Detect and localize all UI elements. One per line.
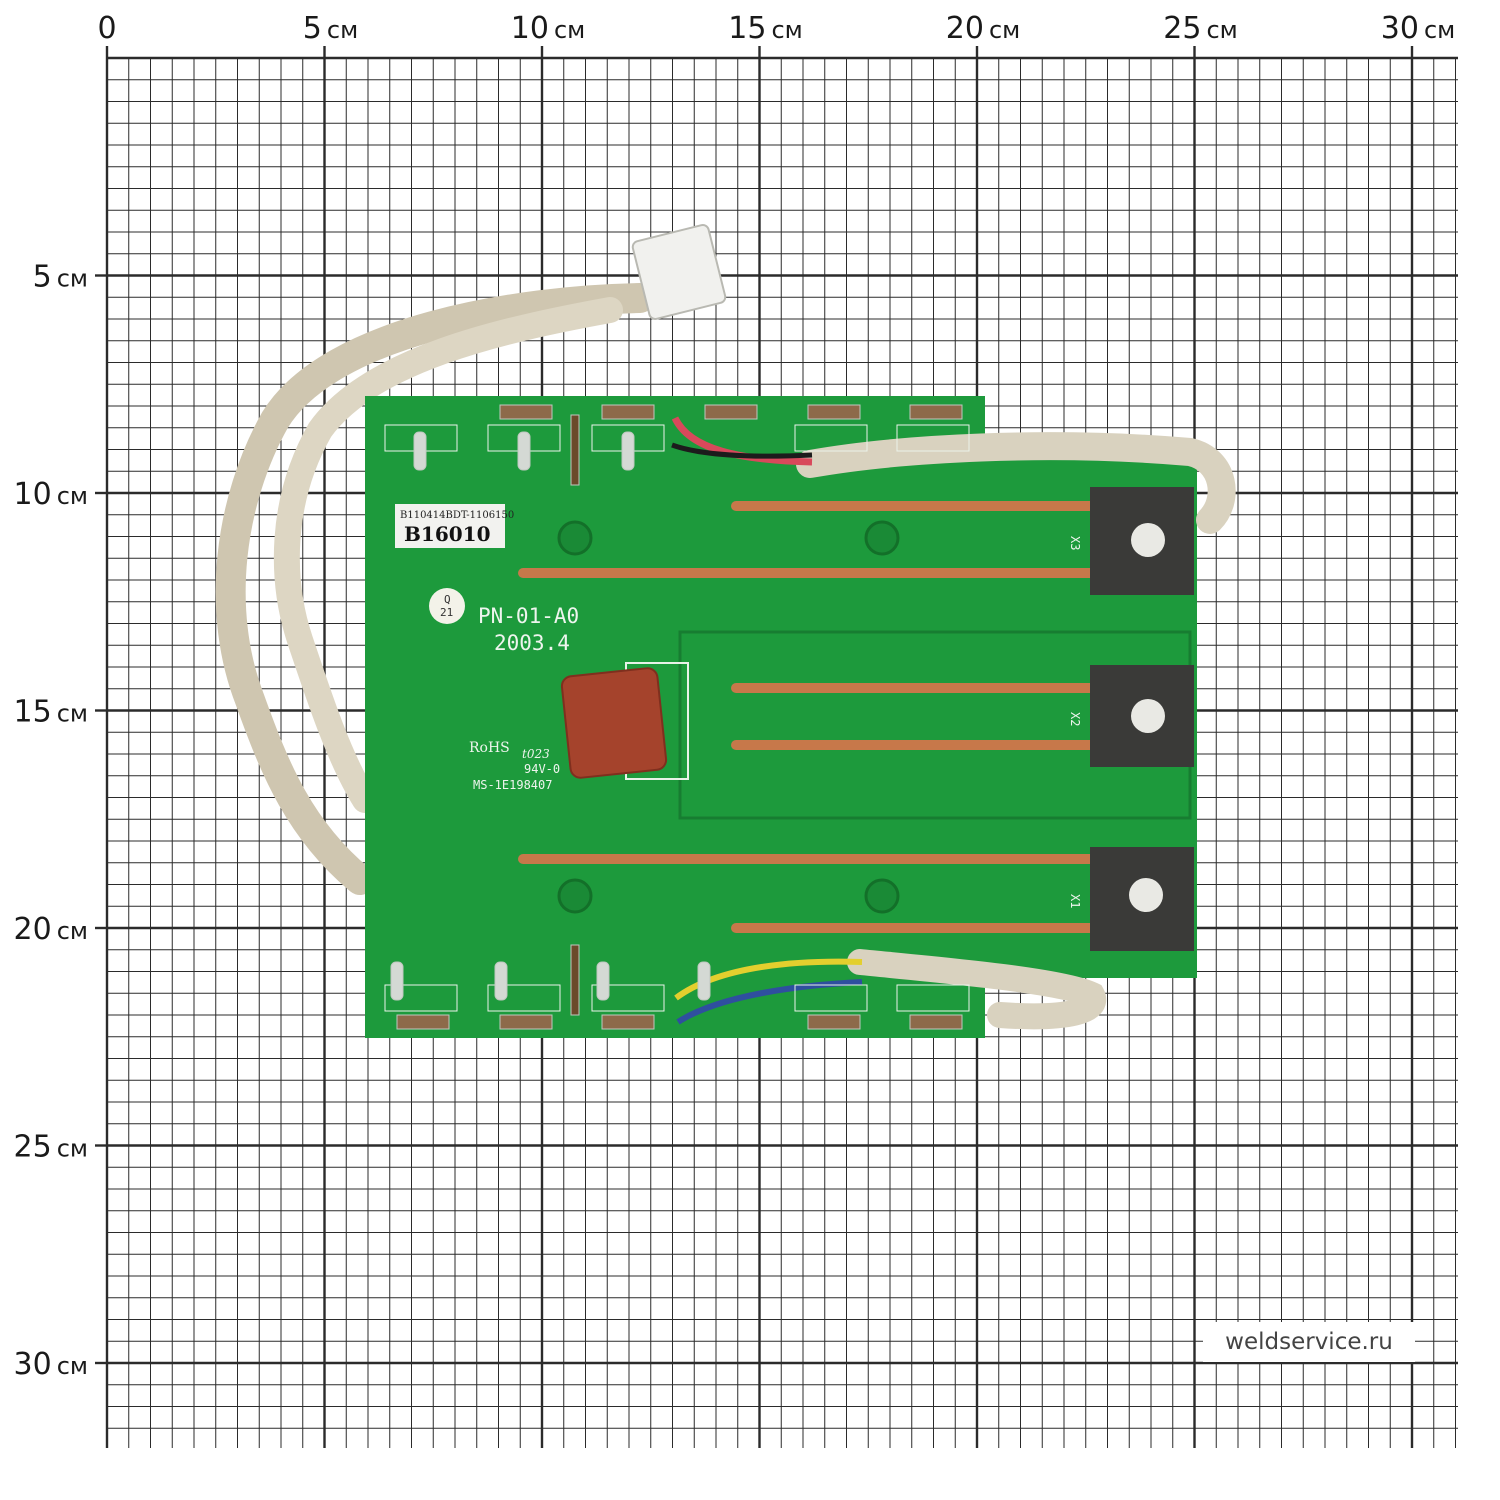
mount-hole <box>557 878 593 914</box>
cable-sleeve-top <box>796 432 1236 534</box>
rohs-mark: RoHS <box>469 740 510 756</box>
film-capacitor <box>560 667 668 779</box>
terminal-hole <box>1131 699 1165 733</box>
board-label-code: B16010 <box>404 522 490 546</box>
cable-sleeve-left-inner <box>273 297 623 813</box>
top-components <box>384 404 970 486</box>
pcb-trace-area <box>678 630 1192 820</box>
date-code: 2003.4 <box>494 631 570 655</box>
terminal-label: X1 <box>1068 894 1082 908</box>
wire-black <box>671 442 813 459</box>
cable-sleeve-left <box>215 283 655 895</box>
rohs-code: t023 <box>522 747 550 761</box>
qc-sticker <box>429 588 465 624</box>
terminal-label: X3 <box>1068 536 1082 550</box>
mount-hole <box>864 878 900 914</box>
mount-hole <box>557 520 593 556</box>
ul-rating: 94V-0 <box>524 762 560 776</box>
watermark: weldservice.ru <box>1203 1322 1415 1362</box>
wire-blue <box>676 979 863 1025</box>
pcb-assembly: X3 X2 X1 <box>215 224 1236 1038</box>
ruler-label-top: 0 <box>97 11 116 46</box>
board-label <box>395 504 505 548</box>
qc-sticker-text: Q <box>444 593 451 606</box>
pcb-main <box>365 396 985 1038</box>
bottom-components <box>384 944 970 1030</box>
wire-yellow <box>674 958 863 1001</box>
terminal-hole <box>1131 523 1165 557</box>
mount-hole <box>864 520 900 556</box>
terminal-hole <box>1129 878 1163 912</box>
wire-red <box>671 416 813 466</box>
ul-file: MS-1E198407 <box>473 778 552 792</box>
qc-sticker-text: 21 <box>440 606 453 619</box>
board-label-small: B110414BDT-1106150 <box>400 510 514 521</box>
part-number: PN-01-A0 <box>478 604 579 628</box>
wire-connector <box>631 224 727 320</box>
copper-rods <box>518 501 1110 933</box>
terminal-label: X2 <box>1068 712 1082 726</box>
cable-sleeve-bottom <box>847 949 1107 1030</box>
